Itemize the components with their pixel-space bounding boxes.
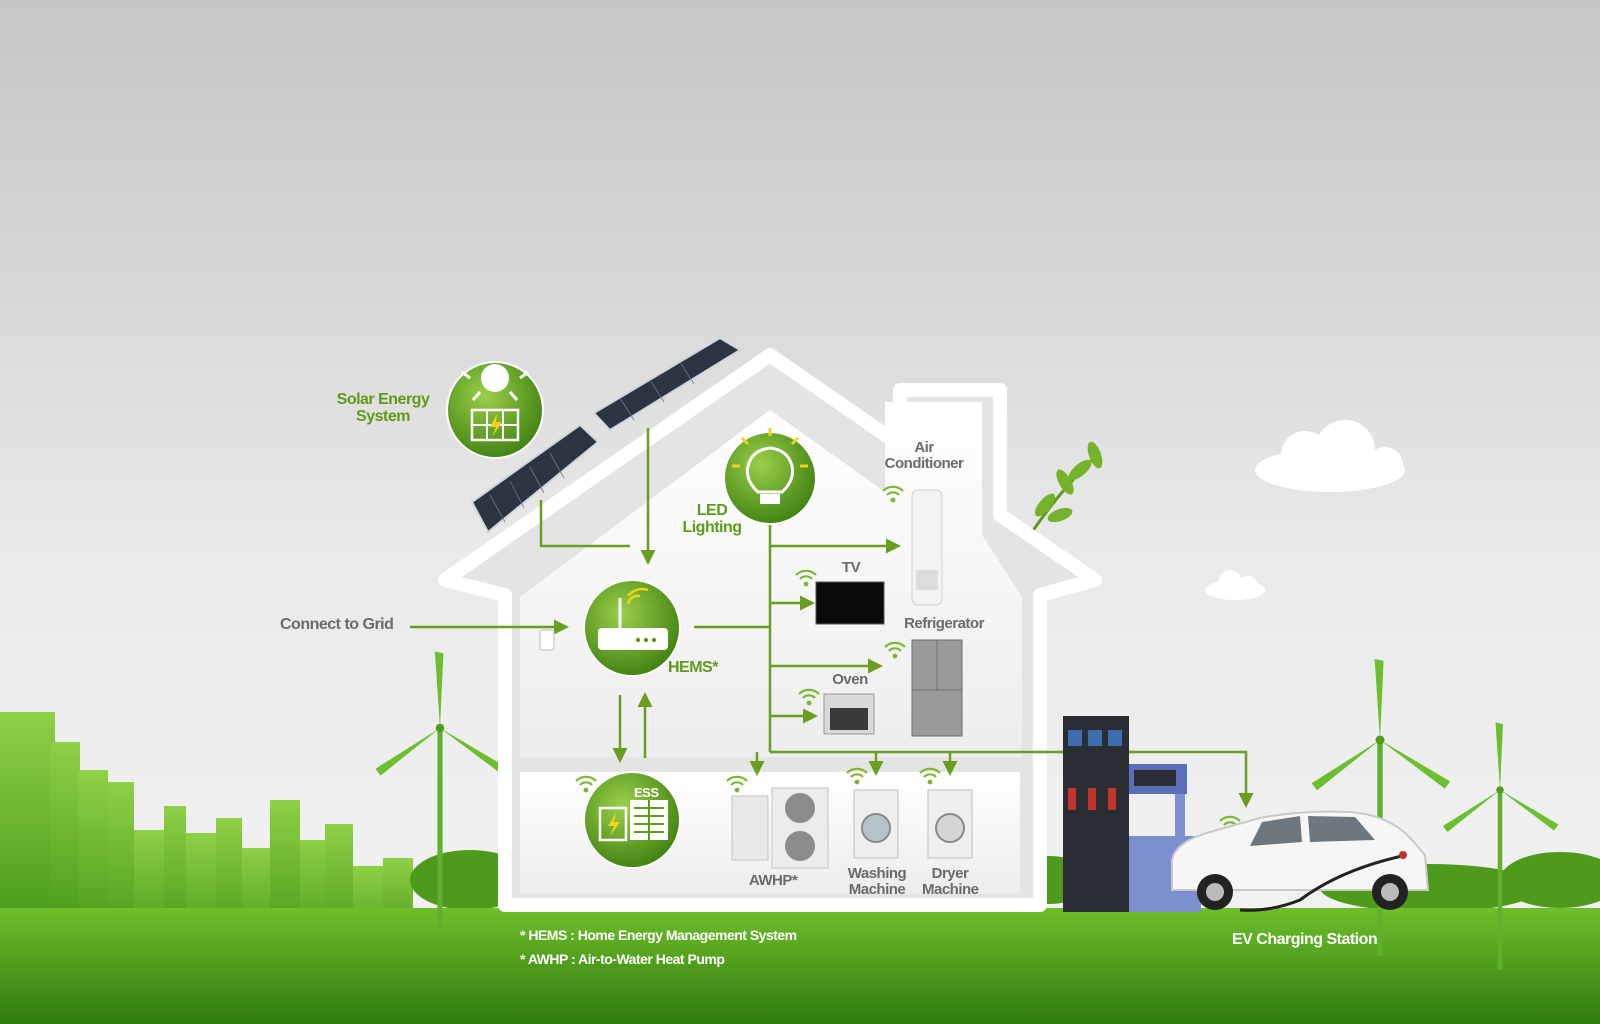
- air-conditioner-unit: [911, 489, 943, 606]
- awhp-label: AWHP*: [748, 872, 798, 889]
- footnote-awhp: * AWHP : Air-to-Water Heat Pump: [520, 951, 725, 967]
- battery-icon: [598, 800, 668, 842]
- hems-router-icon: [583, 579, 681, 677]
- solar-panel-roof: [470, 336, 742, 534]
- ess-label: ESS: [634, 785, 659, 800]
- hems-label: HEMS*: [668, 659, 718, 676]
- oven-unit: [823, 693, 875, 735]
- sun-icon: [461, 364, 529, 401]
- ev-charging-label: EV Charging Station: [1232, 931, 1378, 948]
- awhp-unit: [731, 787, 829, 869]
- grass-ground: [0, 908, 1600, 1024]
- plant-leaves: [1028, 441, 1103, 536]
- charging-pump-icon: [1063, 716, 1201, 912]
- connect-grid-label: Connect to Grid: [280, 616, 394, 633]
- router-icon: [598, 587, 668, 650]
- car-icon: [1171, 810, 1430, 912]
- oven-label: Oven: [832, 671, 868, 688]
- bulb-icon: [732, 428, 808, 504]
- tv-unit: [815, 581, 885, 625]
- dryer-machine-unit: [927, 789, 973, 859]
- tv-label: TV: [841, 559, 861, 576]
- washing-machine-unit: [853, 789, 899, 859]
- solar-energy-icon: [446, 361, 544, 459]
- led-bulb-icon: [723, 428, 817, 525]
- refrigerator-unit: [911, 639, 963, 737]
- cloud-icon: [1205, 420, 1405, 600]
- ess-battery-icon: [583, 771, 681, 869]
- wall-outlet: [539, 629, 555, 651]
- solar-panel-icon: [470, 408, 520, 442]
- refrigerator-label: Refrigerator: [904, 615, 984, 632]
- energy-flow-lines: [410, 428, 1254, 808]
- footnote-hems: * HEMS : Home Energy Management System: [520, 927, 797, 943]
